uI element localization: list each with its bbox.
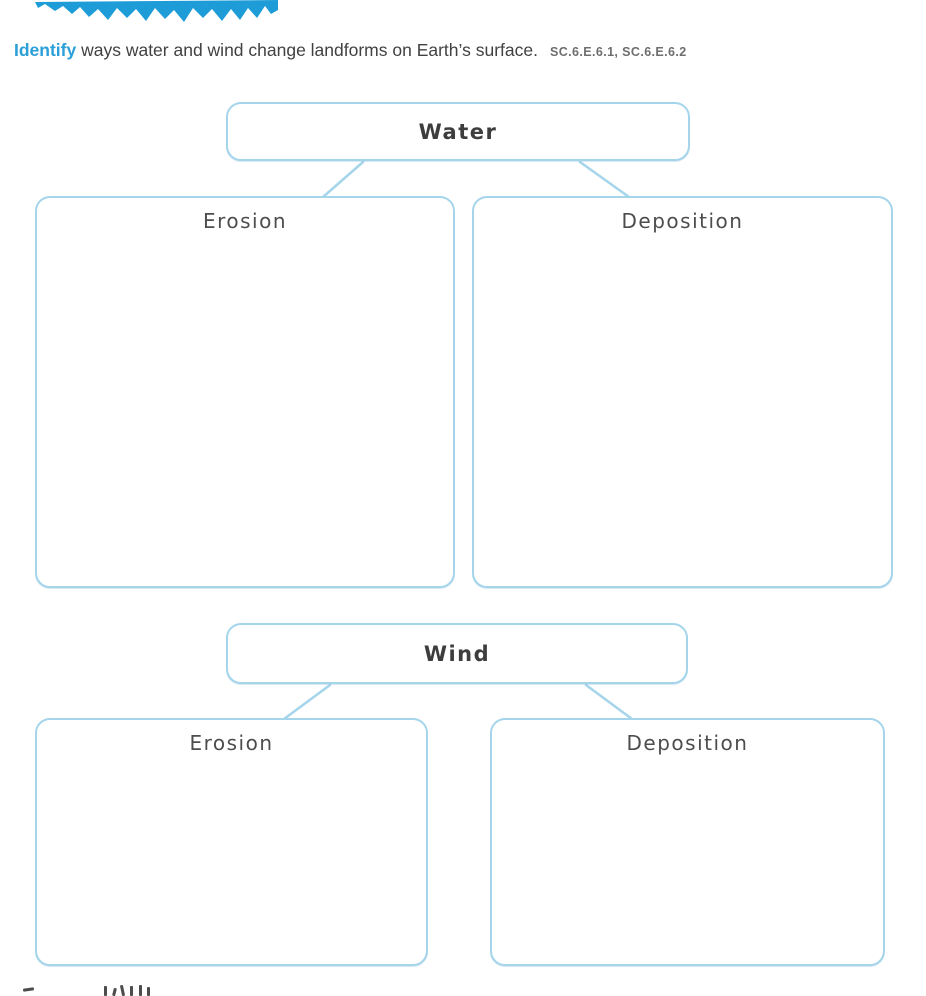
cropped-letter-fragment <box>130 986 133 996</box>
cropped-letter-fragment <box>22 987 35 992</box>
connector-line <box>282 683 332 721</box>
water-erosion-box[interactable]: Erosion <box>35 196 455 588</box>
connector-line <box>584 683 634 721</box>
wind-erosion-box[interactable]: Erosion <box>35 718 428 966</box>
cropped-letter-fragment <box>119 984 126 996</box>
connector-line <box>578 160 631 199</box>
water-deposition-label: Deposition <box>621 209 744 233</box>
water-erosion-answer-area[interactable] <box>37 233 453 586</box>
wind-deposition-answer-area[interactable] <box>492 755 883 964</box>
wind-erosion-label: Erosion <box>189 731 274 755</box>
prompt-line: Identify ways water and wind change land… <box>14 40 914 61</box>
marker-scribble-decoration <box>35 0 278 22</box>
wind-erosion-answer-area[interactable] <box>37 755 426 964</box>
water-deposition-answer-area[interactable] <box>474 233 891 586</box>
water-topic-label: Water <box>418 119 498 144</box>
prompt-keyword: Identify <box>14 40 77 60</box>
cropped-letter-fragment <box>112 987 117 996</box>
wind-deposition-box[interactable]: Deposition <box>490 718 885 966</box>
water-topic-box: Water <box>226 102 690 161</box>
wind-deposition-label: Deposition <box>626 731 749 755</box>
prompt-sentence: ways water and wind change landforms on … <box>76 40 538 60</box>
water-deposition-box[interactable]: Deposition <box>472 196 893 588</box>
cropped-letter-fragment <box>147 987 150 996</box>
standards-codes: SC.6.E.6.1, SC.6.E.6.2 <box>549 45 687 59</box>
connector-line <box>321 160 365 199</box>
cropped-letter-fragment <box>104 986 107 996</box>
wind-topic-label: Wind <box>423 641 491 666</box>
water-erosion-label: Erosion <box>202 209 288 233</box>
wind-topic-box: Wind <box>226 623 688 684</box>
cropped-letter-fragment <box>139 985 142 996</box>
